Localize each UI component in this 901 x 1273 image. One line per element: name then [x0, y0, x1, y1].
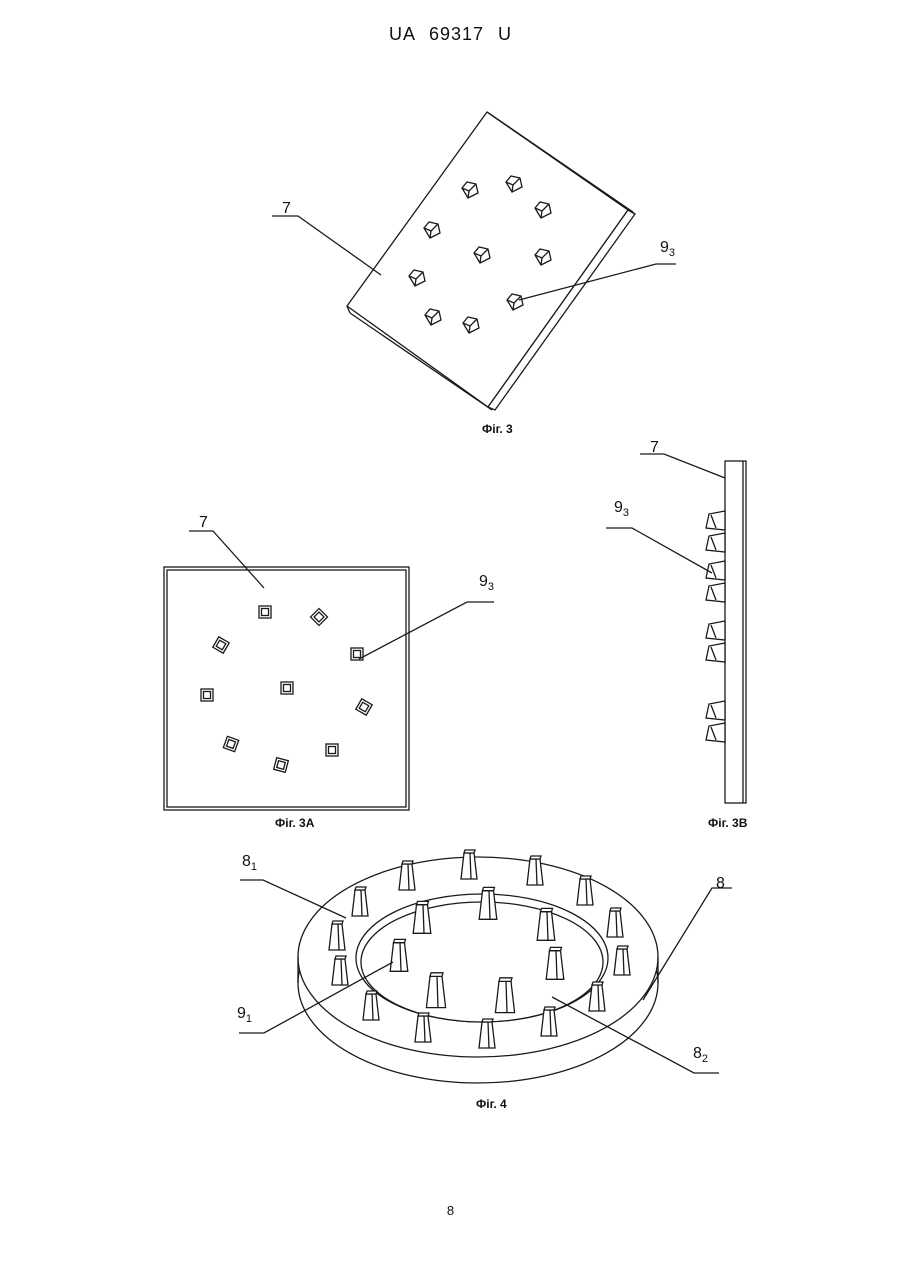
fig4-spike [495, 978, 514, 1013]
fig4-label-8-2: 82 [693, 1045, 708, 1065]
fig3b-spike [706, 583, 725, 602]
fig3b-leader-7 [640, 454, 725, 478]
fig3b-caption: Фіг. 3В [708, 816, 748, 830]
fig3b-spike [706, 533, 725, 552]
fig4-label-9-1: 91 [237, 1005, 252, 1025]
figure-3a: 7 93 Фіг. 3А [164, 514, 494, 830]
fig4-spike [479, 1019, 495, 1048]
fig4-spike [589, 982, 605, 1011]
fig4-spike [399, 861, 415, 890]
figure-4: 81 8 91 82 Фіг. 4 [237, 850, 732, 1111]
page-number: 8 [0, 1203, 901, 1218]
fig3a-spike [326, 744, 338, 756]
fig4-spike [415, 1013, 431, 1042]
fig4-spike [577, 876, 593, 905]
fig3-label-9: 93 [660, 239, 675, 259]
fig4-spike [332, 956, 348, 985]
fig4-spike [546, 947, 564, 979]
fig3a-label-9: 93 [479, 573, 494, 593]
fig4-spike [413, 901, 431, 933]
fig4-spike [390, 939, 408, 971]
figure-3b: 7 93 Фіг. 3В [606, 439, 748, 830]
fig4-spike [329, 921, 345, 950]
fig3a-spike [274, 758, 289, 773]
fig3b-spike [706, 621, 725, 640]
fig4-spike [352, 887, 368, 916]
fig4-spike [479, 887, 497, 919]
fig4-caption: Фіг. 4 [476, 1097, 507, 1111]
fig3a-spike [281, 682, 293, 694]
fig4-label-8: 8 [716, 875, 725, 892]
fig3b-leader-9 [606, 528, 712, 573]
fig3b-label-7: 7 [650, 439, 659, 456]
fig3b-spike [706, 511, 725, 530]
figure-3: 7 93 Фіг. 3 [272, 112, 676, 436]
fig4-spike [527, 856, 543, 885]
fig3-leader-7 [272, 216, 381, 275]
fig4-spike [607, 908, 623, 937]
fig3-label-7: 7 [282, 200, 291, 217]
fig4-spike [541, 1007, 557, 1036]
fig4-label-8-1: 81 [242, 853, 257, 873]
fig3a-spike [259, 606, 271, 618]
fig3b-spike-group [706, 511, 725, 742]
fig4-spike [363, 991, 379, 1020]
fig3b-spike [706, 723, 725, 742]
fig4-spike [614, 946, 630, 975]
fig3b-label-9: 93 [614, 499, 629, 519]
fig4-spike [461, 850, 477, 879]
fig3a-spike [201, 689, 213, 701]
fig3b-spike [706, 701, 725, 720]
fig4-spike [537, 908, 555, 940]
fig3-caption: Фіг. 3 [482, 422, 513, 436]
fig4-spike [426, 973, 445, 1008]
fig3b-spike [706, 643, 725, 662]
fig3a-caption: Фіг. 3А [275, 816, 315, 830]
fig3a-label-7: 7 [199, 514, 208, 531]
